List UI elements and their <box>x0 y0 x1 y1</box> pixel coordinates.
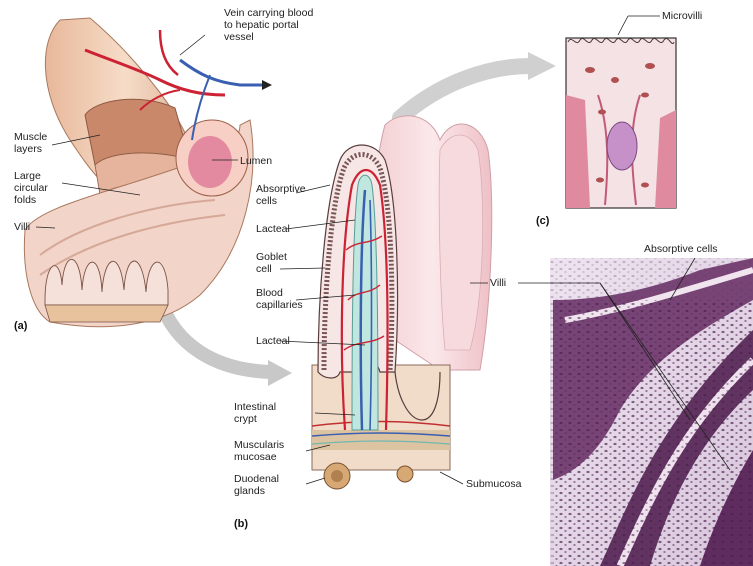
label-villi-a: Villi <box>14 221 30 233</box>
micrograph-section <box>550 258 753 566</box>
panel-tag-a: (a) <box>14 320 27 332</box>
absorptive-cell-closeup <box>566 38 676 208</box>
label-muscularis-mucosae: Muscularis mucosae <box>234 439 294 463</box>
label-vein-to-hepatic-portal: Vein carrying blood to hepatic portal ve… <box>224 7 314 43</box>
label-villi-b: Villi <box>490 277 506 289</box>
label-large-circular-folds: Large circular folds <box>14 170 62 206</box>
label-lacteal-bottom: Lacteal <box>256 335 290 347</box>
villus-section-illustration <box>312 116 492 489</box>
label-lacteal-top: Lacteal <box>256 223 290 235</box>
label-submucosa: Submucosa <box>466 478 521 490</box>
label-goblet-cell: Goblet cell <box>256 251 286 275</box>
arrow-b-to-c <box>400 52 556 118</box>
label-muscle-layers: Muscle layers <box>14 131 58 155</box>
label-duodenal-glands: Duodenal glands <box>234 473 294 497</box>
label-blood-capillaries: Blood capillaries <box>256 287 304 311</box>
panel-tag-c: (c) <box>536 215 549 227</box>
label-intestinal-crypt: Intestinal crypt <box>234 401 294 425</box>
panel-tag-b: (b) <box>234 518 248 530</box>
label-absorptive-cells-b: Absorptive cells <box>256 183 306 207</box>
label-lumen: Lumen <box>240 155 272 167</box>
label-absorptive-cells-micrograph: Absorptive cells <box>644 243 718 255</box>
label-microvilli: Microvilli <box>662 10 702 22</box>
